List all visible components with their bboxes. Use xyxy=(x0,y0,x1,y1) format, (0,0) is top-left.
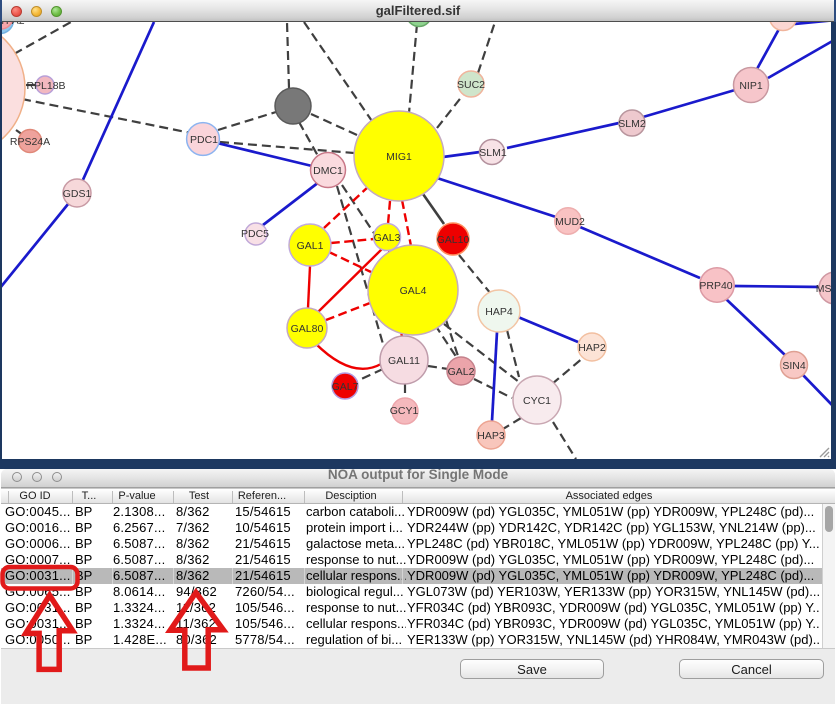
svg-text:NIP1: NIP1 xyxy=(739,80,763,92)
svg-text:TFA2: TFA2 xyxy=(0,22,25,27)
svg-text:DMC1: DMC1 xyxy=(313,165,343,177)
svg-text:MSI1: MSI1 xyxy=(816,283,836,295)
svg-text:GAL80: GAL80 xyxy=(291,323,324,335)
svg-text:MUD2: MUD2 xyxy=(555,216,585,228)
svg-text:RPS24A: RPS24A xyxy=(10,136,50,148)
svg-text:HAP3: HAP3 xyxy=(477,430,505,442)
svg-text:GAL7: GAL7 xyxy=(332,381,359,393)
svg-text:CYC1: CYC1 xyxy=(523,395,551,407)
svg-text:HAP4: HAP4 xyxy=(485,306,513,318)
svg-text:RPL18B: RPL18B xyxy=(26,80,65,92)
svg-text:GAL11: GAL11 xyxy=(388,355,420,367)
svg-text:GCY1: GCY1 xyxy=(390,405,419,417)
svg-text:GDS1: GDS1 xyxy=(63,188,92,200)
svg-text:PDC5: PDC5 xyxy=(241,228,269,240)
svg-text:PRP40: PRP40 xyxy=(699,280,732,292)
svg-text:PDC1: PDC1 xyxy=(190,134,218,146)
svg-text:GAL4: GAL4 xyxy=(400,285,427,297)
svg-text:SUC2: SUC2 xyxy=(457,79,485,91)
svg-text:GAL2: GAL2 xyxy=(448,366,475,378)
svg-text:GAL10: GAL10 xyxy=(437,234,470,246)
svg-text:SIN4: SIN4 xyxy=(782,360,806,372)
svg-text:MIG1: MIG1 xyxy=(386,151,412,163)
svg-text:GAL1: GAL1 xyxy=(297,240,324,252)
svg-text:HAP2: HAP2 xyxy=(578,342,606,354)
svg-text:SLM1: SLM1 xyxy=(479,147,507,159)
svg-text:SLM2: SLM2 xyxy=(618,118,646,130)
svg-text:GAL3: GAL3 xyxy=(374,232,401,244)
